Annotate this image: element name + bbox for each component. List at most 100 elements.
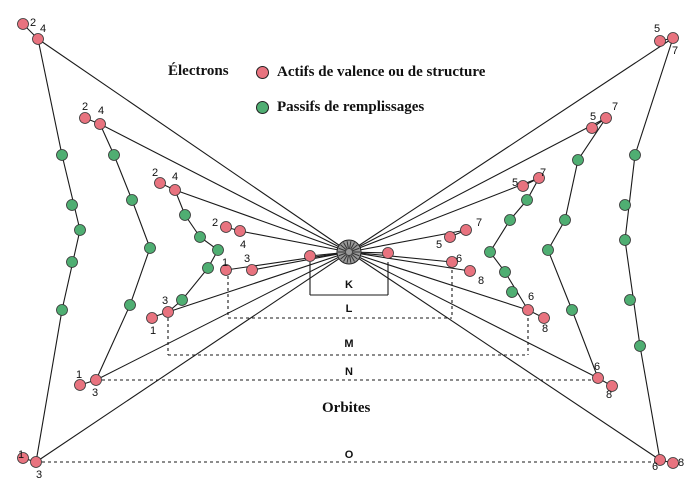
shell-outline [547,117,613,387]
passive-electron [108,149,120,161]
legend-title: Électrons [168,63,229,79]
electron-number: 3 [162,295,168,307]
electron-number: 2 [212,217,218,229]
passive-electron [126,194,138,206]
connection-line [251,251,350,271]
electron-number: 1 [18,449,24,461]
passive-electron [566,304,578,316]
electron-number: 2 [82,101,88,113]
passive-electron [74,224,86,236]
electron-number: 7 [612,101,618,113]
passive-electron [124,299,136,311]
legend-label-passive: Passifs de remplissages [277,99,425,115]
passive-electron [559,214,571,226]
electron-number: 6 [594,361,600,373]
passive-electron [521,194,533,206]
connection-line [348,177,540,253]
electron-number: 4 [240,239,246,251]
electron-number: 8 [678,457,684,469]
passive-electron [542,244,554,256]
electron-number: 5 [436,239,442,251]
passive-electron [144,242,156,254]
connection-line [239,230,350,253]
connection-line [348,37,674,253]
passive-electron [176,294,188,306]
passive-electron [619,234,631,246]
active-electron [220,264,232,276]
active-electron [90,374,102,386]
passive-electron [504,214,516,226]
passive-electron-swatch [256,101,269,114]
passive-electron [634,340,646,352]
electron-number: 5 [590,111,596,123]
electron-number: 4 [98,105,104,117]
electron-number: 7 [476,217,482,229]
connection-line [167,251,350,313]
electron-number: 6 [652,461,658,473]
nucleus-sphere [336,239,362,265]
nucleus-texture [351,252,360,257]
electron-number: 5 [654,23,660,35]
active-electron [606,380,618,392]
connection-line [348,251,599,379]
electron-number: 1 [222,257,228,269]
active-electron [538,312,550,324]
active-electron [146,312,158,324]
active-electron [464,265,476,277]
nucleus-texture [343,254,348,262]
nucleus-texture [349,241,352,250]
passive-electron [572,154,584,166]
nucleus-texture [338,247,347,252]
active-electron [169,184,181,196]
nucleus-texture [346,254,349,263]
shell-label-m: M [344,338,353,350]
legend-label-active: Actifs de valence ou de structure [277,64,486,80]
electron-number: 2 [30,17,36,29]
active-electron [220,221,232,233]
active-electron [94,118,106,130]
active-electron [517,180,529,192]
connection-line [37,38,350,253]
electron-number: 8 [606,389,612,401]
electron-number: 6 [528,291,534,303]
passive-electron [56,304,68,316]
connection-line [348,251,661,461]
electron-number: 8 [542,323,548,335]
shell-label-l: L [346,303,353,315]
electron-number: 4 [40,23,46,35]
active-electron [446,256,458,268]
legend-item-active: Actifs de valence ou de structure [256,64,485,81]
nucleus-texture [346,241,349,250]
shell-label-k: K [345,279,353,291]
shell-label-o: O [345,449,354,461]
connection-line [348,251,471,272]
nucleus-texture [340,244,348,251]
electron-dots [17,18,679,469]
active-electron [667,457,679,469]
nucleus-texture [338,252,347,257]
connection-line [348,117,607,253]
connection-line [348,251,453,263]
nucleus-texture [340,253,348,260]
active-electron [533,172,545,184]
passive-electron [499,266,511,278]
active-electron [382,247,394,259]
active-electron [154,177,166,189]
active-electron [592,372,604,384]
electron-number: 5 [512,177,518,189]
active-electron [79,112,91,124]
nucleus-texture [350,244,358,251]
electron-number: 3 [244,253,250,265]
active-electron [162,306,174,318]
active-electron-swatch [256,66,269,79]
passive-electron [66,199,78,211]
passive-electron [56,149,68,161]
shell-label-n: N [345,366,353,378]
active-electron [600,112,612,124]
active-electron [304,250,316,262]
electron-number: 3 [92,387,98,399]
shell-outline [489,176,545,319]
electron-number: 8 [478,275,484,287]
active-electron [654,454,666,466]
